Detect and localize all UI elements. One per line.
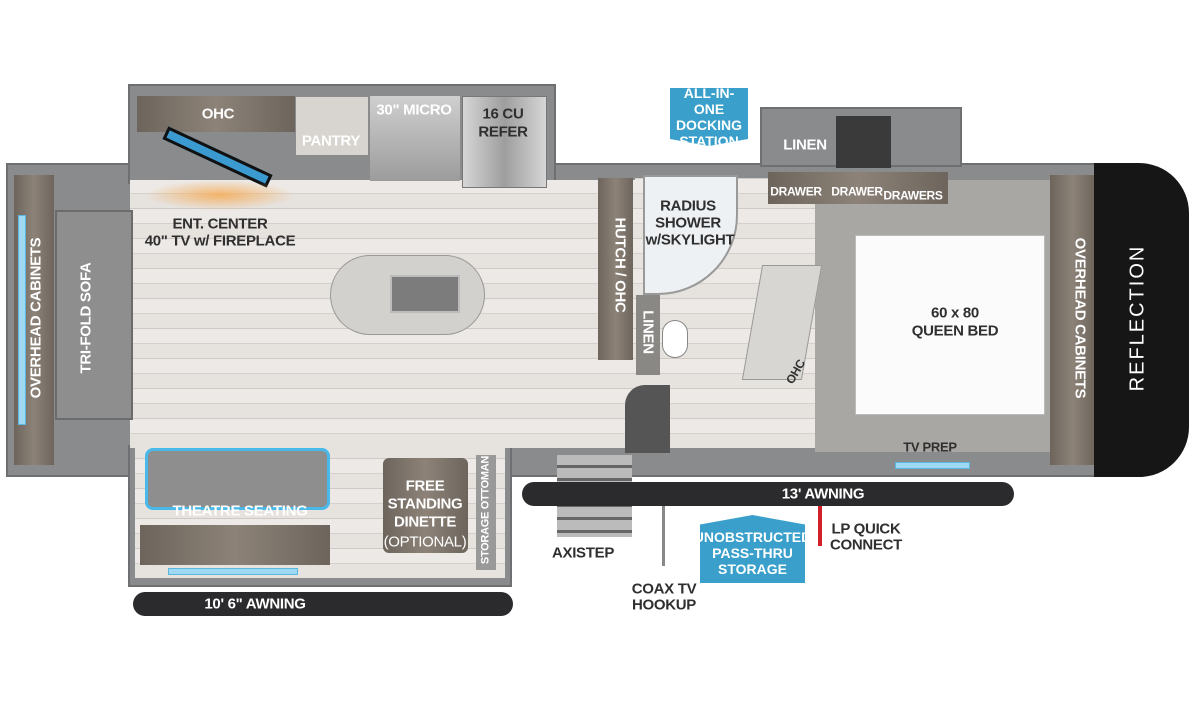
hutch-cabinet	[598, 178, 633, 360]
refer-label-2: REFER	[478, 123, 528, 141]
ohc-cabinet	[137, 96, 295, 132]
tv-prep-window	[895, 462, 970, 469]
docking-station-callout: ALL-IN-ONE DOCKING STATION	[670, 88, 748, 146]
dinette-label-4: (OPTIONAL)	[383, 533, 467, 551]
fireplace-glow	[145, 180, 295, 210]
lp-line	[818, 506, 822, 546]
overhead-cabinets-left-label: OVERHEAD CABINETS	[27, 237, 45, 399]
dinette-table	[383, 458, 468, 553]
refrigerator	[462, 96, 547, 188]
sofa-label: TRI-FOLD SOFA	[77, 262, 95, 374]
closet	[836, 116, 891, 168]
drawers-label: DRAWERS	[883, 188, 943, 203]
storage-ottoman	[476, 455, 496, 570]
hutch-label: HUTCH / OHC	[611, 217, 629, 313]
linen-bed-label: LINEN	[783, 136, 827, 154]
dinette-label-2: STANDING	[387, 495, 463, 513]
overhead-cabinets-right	[1050, 175, 1095, 465]
awning-10ft6in-label: 10' 6" AWNING	[204, 595, 306, 613]
callout-line: UNOBSTRUCTED	[693, 529, 812, 545]
callout-line: STORAGE	[718, 561, 787, 577]
linen-closet-bath	[636, 295, 660, 375]
drawer-label-2: DRAWER	[831, 184, 883, 199]
brand-logo-text: REFLECTION	[1126, 244, 1149, 392]
queen-bed	[855, 235, 1045, 415]
callout-line: DOCKING	[675, 117, 743, 133]
lp-label-1: LP QUICK	[831, 520, 901, 538]
refer-label-1: 16 CU	[482, 105, 524, 123]
sofa	[55, 210, 133, 420]
pantry-label: PANTRY	[301, 132, 361, 150]
awning-13ft-label: 13' AWNING	[781, 485, 865, 503]
theatre-base	[140, 525, 330, 565]
ent-center-label-2: 40" TV w/ FIREPLACE	[144, 232, 296, 250]
ent-center-label-1: ENT. CENTER	[172, 215, 268, 233]
linen-bath-label: LINEN	[639, 310, 657, 354]
awning-10ft6in	[133, 592, 513, 616]
bed-label-2: QUEEN BED	[911, 322, 999, 340]
ottoman-label: STORAGE OTTOMAN	[479, 455, 492, 565]
toilet	[662, 320, 688, 358]
coax-label-2: HOOKUP	[631, 596, 697, 614]
drawer-cabinets	[768, 172, 948, 204]
bed-label-1: 60 x 80	[931, 304, 979, 322]
island-sink	[390, 275, 460, 313]
axistep-label: AXISTEP	[551, 544, 615, 562]
dinette-label-3: DINETTE	[393, 513, 457, 531]
entry-door	[625, 385, 670, 453]
drawer-label-1: DRAWER	[770, 184, 822, 199]
callout-line: STATION	[679, 133, 739, 149]
pantry	[296, 97, 368, 155]
coax-label-1: COAX TV	[631, 580, 697, 598]
front-cap	[1094, 163, 1189, 477]
coax-cable	[662, 506, 665, 566]
awning-13ft	[522, 482, 1014, 506]
range	[370, 96, 460, 181]
tv-prep-label: TV PREP	[903, 439, 957, 455]
callout-line: PASS-THRU	[712, 545, 793, 561]
micro-label: 30" MICRO	[376, 101, 452, 119]
window-theatre	[168, 568, 298, 575]
lp-label-2: CONNECT	[829, 536, 903, 554]
dinette-label-1: FREE	[405, 477, 445, 495]
overhead-cabinets-right-label: OVERHEAD CABINETS	[1071, 237, 1089, 399]
window-left	[18, 215, 26, 425]
shower-label-1: RADIUS	[660, 197, 716, 215]
theatre-seating-label: THEATRE SEATING	[172, 502, 308, 520]
theatre-seating	[145, 448, 330, 510]
shower-label-3: w/SKYLIGHT	[645, 231, 735, 249]
shower-label-2: SHOWER	[655, 214, 721, 232]
callout-line: ALL-IN-ONE	[683, 85, 735, 117]
pass-thru-storage-callout: UNOBSTRUCTED PASS-THRU STORAGE	[700, 515, 805, 583]
ohc-label: OHC	[201, 105, 235, 123]
